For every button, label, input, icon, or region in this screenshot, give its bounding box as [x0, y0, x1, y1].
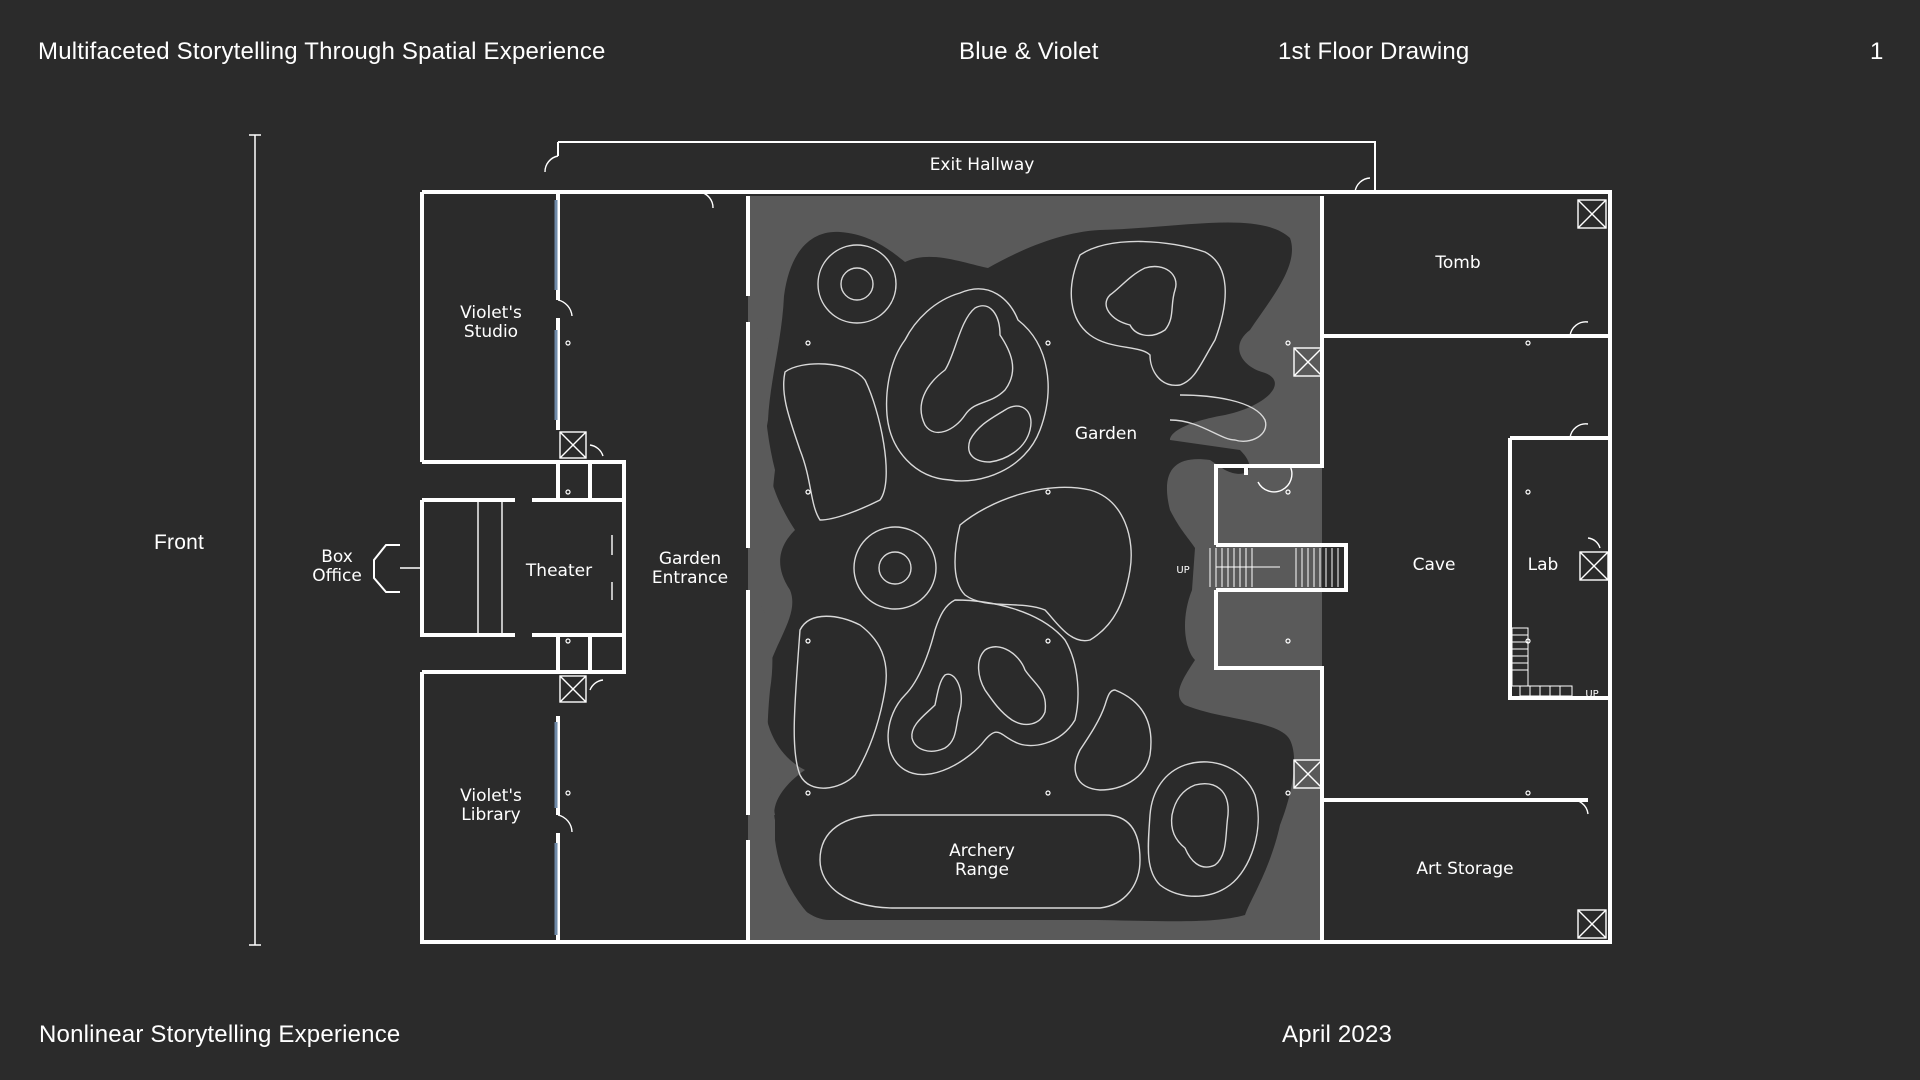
footer-subtitle: Nonlinear Storytelling Experience	[39, 1021, 401, 1048]
front-axis-line	[249, 134, 261, 946]
garden-paths	[782, 240, 1267, 909]
garden-edge-bottom	[748, 840, 830, 935]
elevator-icons	[559, 199, 1609, 939]
garden-edge-lower	[748, 590, 775, 815]
room-garden-entrance-line1: Garden	[659, 549, 721, 569]
room-archery-range-line1: Archery	[949, 841, 1015, 861]
room-box-office-line2: Office	[312, 566, 362, 586]
box-office-kiosk	[373, 544, 400, 593]
door-swings	[557, 191, 1601, 833]
lab-stair	[1511, 627, 1573, 697]
building-walls	[420, 190, 1612, 944]
room-garden: Garden	[1075, 424, 1137, 444]
footer-date: April 2023	[1282, 1021, 1393, 1048]
room-art-storage: Art Storage	[1416, 859, 1513, 879]
room-violets-studio-line2: Studio	[464, 322, 518, 342]
room-violets-library-line2: Library	[461, 805, 520, 825]
room-box-office-line1: Box	[321, 547, 353, 567]
garden-walkways	[764, 222, 1295, 922]
room-theater: Theater	[525, 561, 592, 581]
exit-hallway-wall	[558, 141, 1376, 192]
page-number: 1	[1870, 38, 1884, 65]
room-archery-range-line2: Range	[955, 860, 1009, 880]
stair-up-label-central: UP	[1176, 565, 1189, 576]
stair-up-label-lab: UP	[1585, 689, 1598, 700]
room-cave: Cave	[1413, 555, 1456, 575]
theater-seating	[477, 502, 613, 633]
room-lab: Lab	[1528, 555, 1559, 575]
central-stair	[1209, 543, 1348, 592]
garden-edge-upper	[748, 322, 775, 548]
room-exit-hallway: Exit Hallway	[930, 155, 1035, 175]
room-tomb: Tomb	[1434, 253, 1480, 273]
project-name: Blue & Violet	[959, 38, 1099, 65]
room-violets-studio-line1: Violet's	[460, 303, 522, 323]
room-garden-entrance-line2: Entrance	[652, 568, 728, 588]
sheet-title: 1st Floor Drawing	[1278, 38, 1470, 65]
project-title: Multifaceted Storytelling Through Spatia…	[38, 38, 606, 65]
room-violets-library-line1: Violet's	[460, 786, 522, 806]
front-label: Front	[154, 531, 205, 554]
